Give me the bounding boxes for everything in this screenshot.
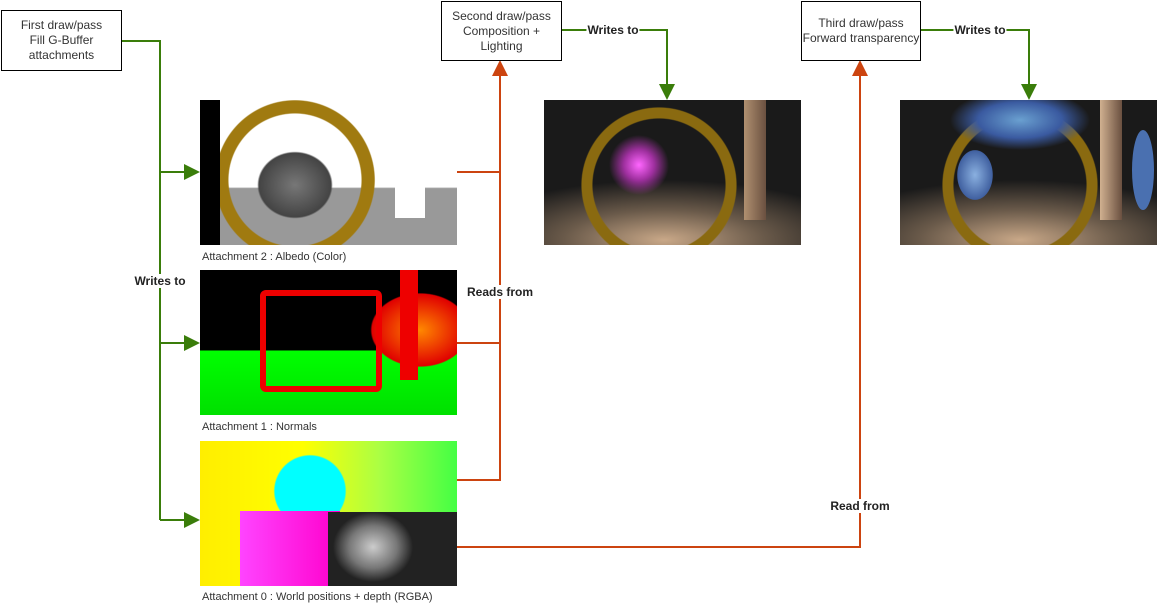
read-line-depth	[457, 60, 868, 548]
world-positions-attachment-image	[200, 441, 457, 586]
writes-to-label: Writes to	[133, 274, 187, 288]
writes-to-label: Writes to	[953, 23, 1007, 37]
read-line-world	[457, 60, 508, 481]
write-arrow-composition	[561, 29, 675, 100]
write-arrow-final	[920, 29, 1037, 100]
albedo-caption: Attachment 2 : Albedo (Color)	[202, 251, 347, 263]
third-pass-box: Third draw/pass Forward transparency	[801, 1, 921, 61]
gbuffer-write-trunk	[121, 40, 161, 520]
first-pass-box: First draw/pass Fill G-Buffer attachment…	[1, 10, 122, 71]
albedo-attachment-image	[200, 100, 457, 245]
read-from-label: Read from	[829, 499, 891, 513]
final-output-image	[900, 100, 1157, 245]
normals-caption: Attachment 1 : Normals	[202, 421, 317, 433]
composition-output-image	[544, 100, 801, 245]
depth-inset-image	[328, 512, 457, 586]
writes-to-label: Writes to	[586, 23, 640, 37]
world-positions-caption: Attachment 0 : World positions + depth (…	[202, 591, 433, 603]
second-pass-box: Second draw/pass Composition + Lighting	[441, 1, 562, 61]
normals-attachment-image	[200, 270, 457, 415]
reads-from-label: Reads from	[465, 285, 535, 299]
